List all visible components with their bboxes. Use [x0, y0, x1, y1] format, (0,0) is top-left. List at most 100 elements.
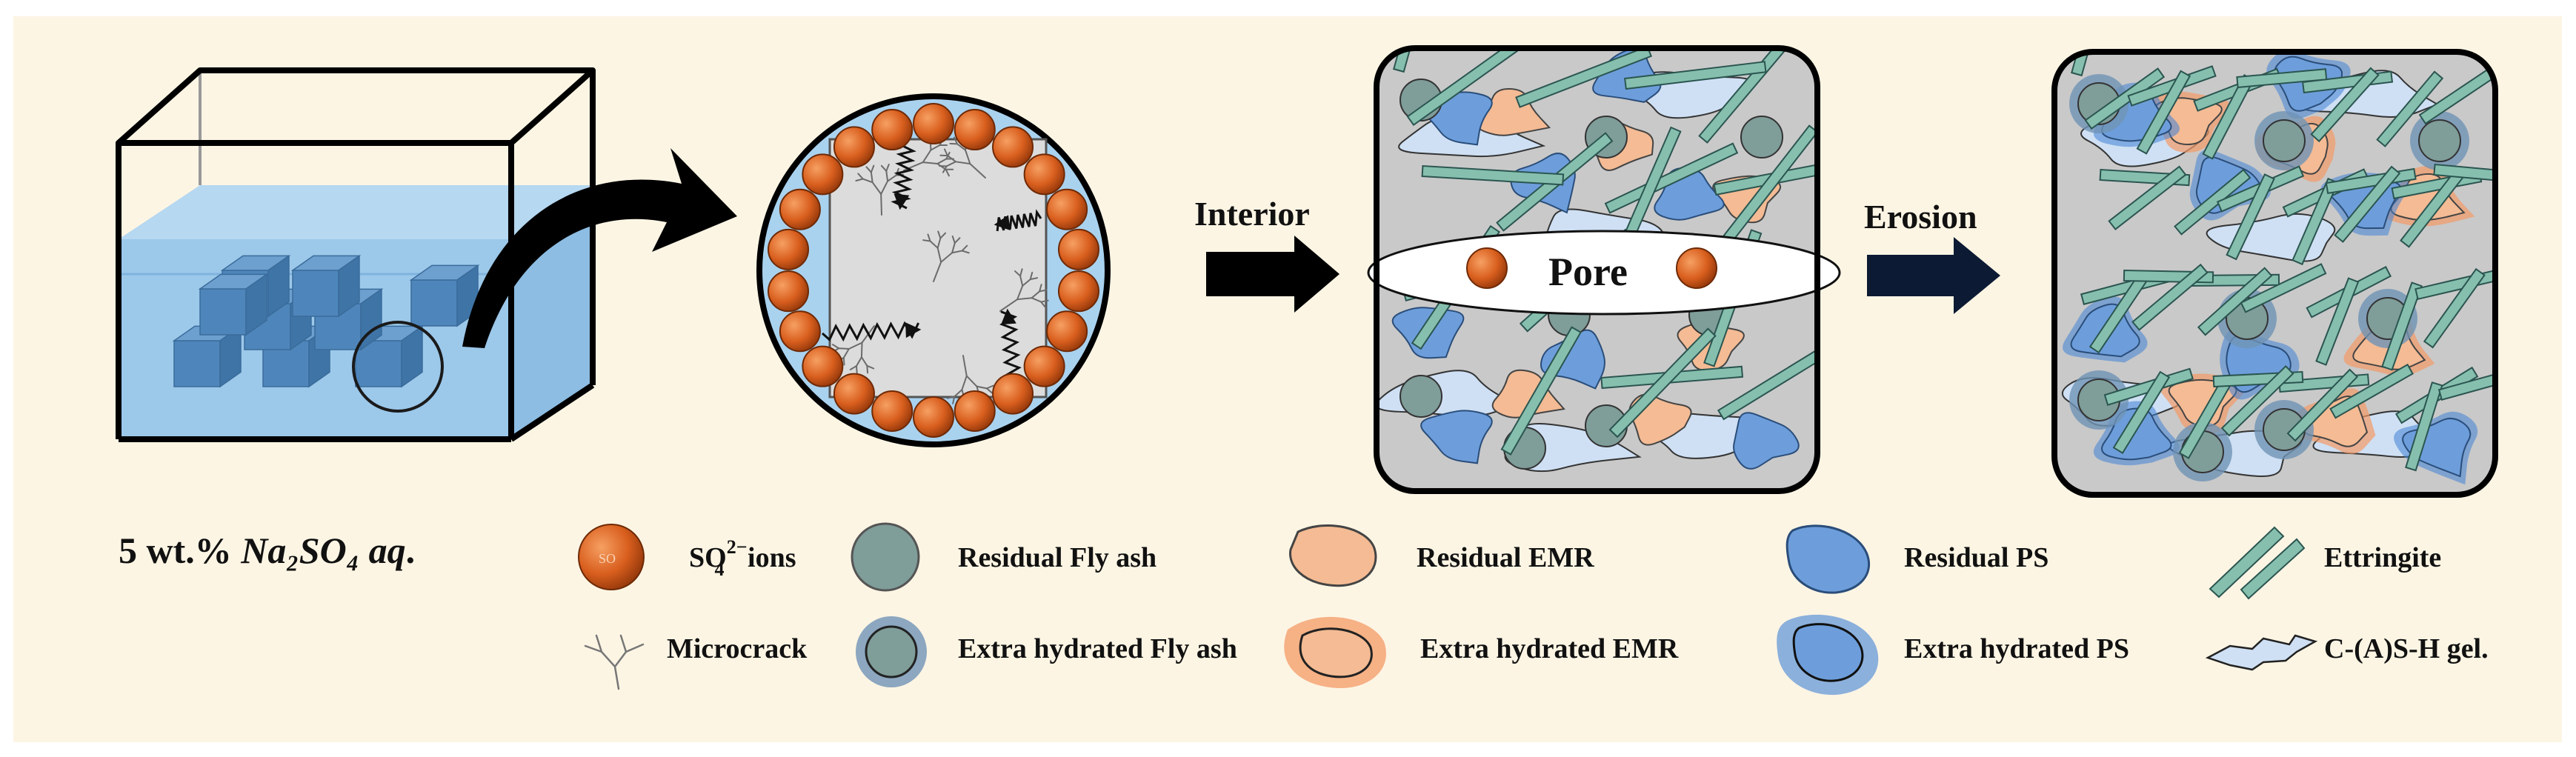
legend: SO SO2−4 ions Residual Fly ash Residual …	[578, 522, 2489, 696]
microcrack	[943, 148, 948, 157]
microcrack	[936, 237, 942, 249]
legend-extra-fly-ash-core	[865, 625, 918, 678]
microcrack	[866, 364, 869, 374]
ettringite	[2108, 165, 2187, 230]
sulfate-ion	[802, 153, 844, 196]
microcrack	[880, 164, 888, 172]
microcrack	[929, 240, 939, 249]
arrow-head	[905, 322, 922, 339]
arrow-head	[893, 193, 910, 210]
microcrack	[951, 250, 963, 254]
interior-microstructure-panel: Pore	[1367, 45, 1841, 494]
sulfate-ion-ring	[768, 103, 1099, 438]
cube	[353, 324, 425, 388]
microcrack	[936, 247, 942, 263]
microcrack	[1019, 275, 1024, 287]
sulfate-ion	[953, 109, 996, 151]
ettringite	[1500, 326, 1582, 456]
ettringite	[2292, 177, 2339, 266]
microcrack	[871, 181, 882, 196]
ettringite	[2310, 67, 2380, 143]
legend-ion-icon	[578, 524, 645, 590]
microcrack	[842, 348, 850, 359]
arrow-head	[994, 215, 1011, 231]
sulfate-ion	[871, 390, 913, 432]
microcrack	[985, 384, 994, 390]
sulfate-ion	[953, 390, 996, 432]
sulfate-ion	[779, 310, 821, 353]
microcrack	[880, 180, 889, 196]
microcrack	[1040, 301, 1047, 309]
microcrack	[856, 356, 862, 367]
ettringite	[1624, 61, 1767, 90]
legend-csh-gel: C-(A)S-H gel.	[2324, 633, 2489, 664]
legend-residual-emr: Residual EMR	[1417, 542, 1594, 573]
sulfate-ion	[768, 270, 810, 313]
solution-title: 5 wt.% Na₂SO₄ aq.	[119, 530, 415, 571]
microcrack	[962, 355, 968, 377]
microcrack	[1031, 290, 1041, 299]
microcrack	[945, 168, 950, 177]
microcrack	[922, 239, 931, 242]
sulfate-ion	[992, 373, 1034, 415]
ettringite	[2334, 165, 2401, 243]
sulfate-ion	[1023, 153, 1065, 196]
microcrack	[953, 389, 963, 398]
microcrack	[961, 250, 970, 254]
sulfate-ion	[913, 103, 954, 144]
microcrack	[885, 170, 889, 182]
microcrack	[922, 161, 939, 165]
ps	[1420, 410, 1493, 464]
cube	[409, 264, 480, 327]
ettringite	[2202, 74, 2255, 160]
ettringite	[2103, 367, 2194, 406]
pore-ion	[1466, 247, 1508, 289]
microcrack	[930, 144, 941, 151]
interior-label: Interior	[1194, 195, 1310, 233]
fly-ash	[2418, 119, 2461, 162]
microcrack	[856, 365, 858, 374]
microcrack	[951, 235, 956, 244]
microcrack	[880, 193, 882, 216]
cube	[198, 273, 269, 336]
microcrack	[870, 164, 875, 173]
microcrack	[939, 232, 947, 239]
microcrack	[866, 364, 875, 370]
ettringite	[1604, 142, 1739, 214]
legend-residual-ps: Residual PS	[1904, 542, 2049, 573]
legend-extra-ps-core	[1792, 623, 1864, 682]
microcrack	[1031, 297, 1042, 303]
microcrack	[954, 161, 971, 165]
fly-ash	[2263, 119, 2306, 162]
sulfate-ion	[871, 109, 913, 151]
legend-emr-icon	[1289, 524, 1377, 587]
sulfate-ion	[779, 188, 821, 230]
ettringite	[1717, 336, 1817, 421]
sulfate-ion	[802, 345, 844, 387]
legend-microcrack: Microcrack	[667, 633, 808, 664]
ettringite	[2376, 70, 2444, 147]
sulfate-ion	[1057, 270, 1099, 313]
microcrack	[855, 178, 864, 182]
sulfate-ion	[913, 396, 954, 438]
ettringite	[1406, 48, 1530, 127]
microcrack	[1016, 284, 1024, 301]
magnified-specimen	[756, 93, 1111, 447]
microcrack	[862, 178, 873, 184]
eroded-phases	[2061, 52, 2495, 485]
sulfate-ion	[1057, 228, 1099, 270]
microcrack	[945, 151, 951, 160]
ettringite	[2226, 173, 2275, 261]
ettringite	[2423, 267, 2486, 349]
microcrack	[857, 173, 864, 180]
microcrack	[927, 233, 931, 242]
microcrack	[961, 244, 968, 252]
magnify-circle	[352, 321, 444, 413]
microcrack	[951, 242, 956, 254]
cube	[290, 254, 362, 318]
ettringite	[2220, 365, 2294, 437]
microcrack	[985, 387, 994, 394]
legend-ettringite: Ettringite	[2324, 542, 2441, 573]
